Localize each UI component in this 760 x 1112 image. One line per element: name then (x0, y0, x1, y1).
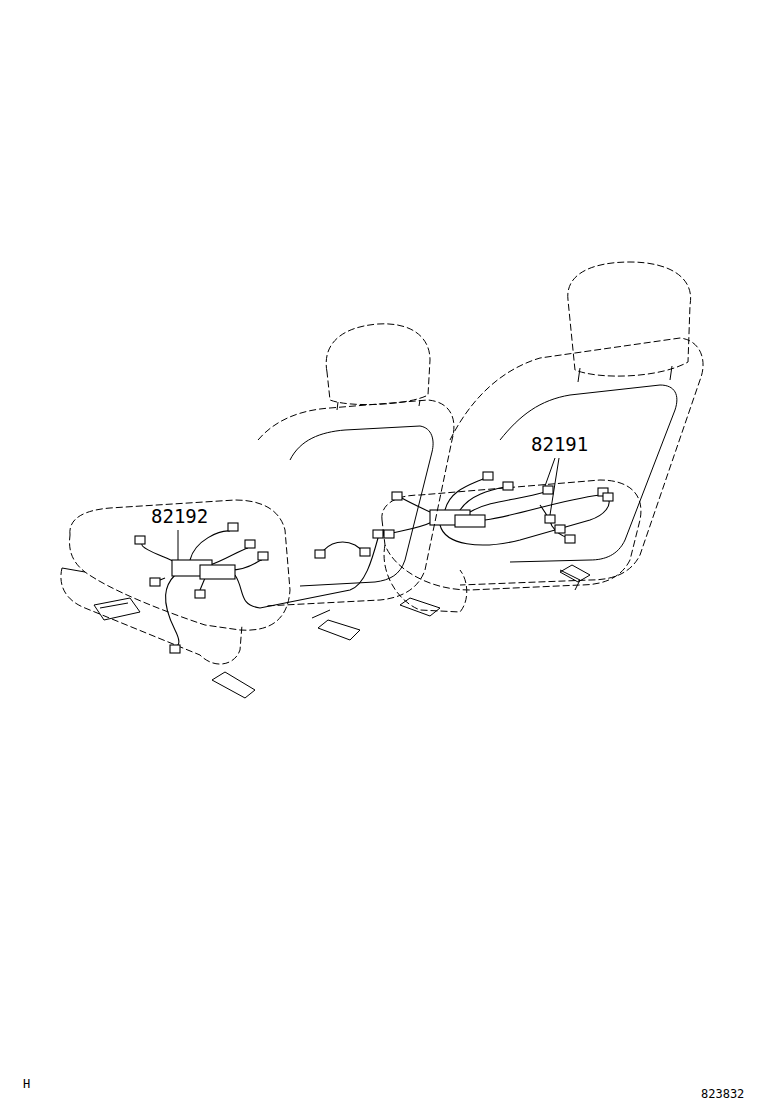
callout-number: 82192 (150, 507, 209, 526)
illustration-line (318, 620, 360, 640)
illustration-line (100, 603, 128, 608)
illustration-line (258, 552, 268, 560)
illustration-line (603, 493, 613, 501)
illustration-line (245, 540, 255, 548)
illustration-line (142, 544, 175, 562)
illustration-line (200, 565, 235, 579)
leader-lines (178, 458, 559, 560)
illustration-line (565, 535, 575, 543)
illustration-line (503, 482, 513, 490)
illustration-line (445, 478, 485, 510)
illustration-line (210, 548, 248, 565)
illustration-line (135, 536, 145, 544)
illustration-line (258, 400, 454, 606)
illustration-line (70, 500, 290, 630)
figure-number: 823832 (700, 1088, 745, 1100)
illustration-line (360, 548, 370, 556)
illustration-line (543, 486, 553, 494)
illustration-line (190, 531, 230, 560)
callout-number: 82191 (530, 435, 589, 454)
illustration-line (550, 458, 559, 515)
illustration-line (320, 542, 362, 555)
illustration-line (483, 472, 493, 480)
illustration-line (212, 672, 255, 698)
illustration-line (500, 385, 677, 562)
left-wire-harness (135, 523, 383, 653)
illustration-line (400, 497, 430, 512)
illustration-line (560, 570, 580, 590)
illustration-line (150, 578, 160, 586)
illustration-line (312, 610, 330, 618)
illustration-line (485, 495, 600, 520)
left-seat (61, 324, 454, 698)
illustration-line (326, 324, 430, 405)
illustration-line (578, 366, 672, 382)
illustration-line (337, 400, 420, 410)
illustration-line (400, 598, 440, 616)
illustration-line (545, 458, 555, 486)
illustration-line (545, 515, 555, 523)
illustration-line (166, 575, 179, 646)
page-mark: H (22, 1078, 31, 1090)
illustration-line (450, 338, 703, 585)
illustration-line (560, 565, 590, 582)
illustration-line (290, 426, 433, 586)
illustration-line (555, 525, 565, 533)
illustration-line (568, 262, 691, 376)
illustration-line (384, 530, 394, 538)
illustration-line (235, 538, 378, 608)
illustration-line (195, 590, 205, 598)
illustration-line (384, 545, 467, 612)
illustration-line (61, 568, 242, 664)
illustration-line (160, 578, 165, 580)
illustration-line (373, 530, 383, 538)
illustration-line (455, 515, 485, 527)
illustration-line (540, 505, 568, 538)
illustration-line (392, 492, 402, 500)
illustration-line (440, 498, 609, 545)
illustration-line (94, 598, 140, 620)
illustration-line (170, 645, 180, 653)
right-seat (382, 262, 703, 616)
illustration-line (178, 530, 179, 560)
illustration-line (200, 578, 205, 590)
illustration-line (315, 550, 325, 558)
illustration-line (62, 568, 85, 572)
illustration-line (228, 523, 238, 531)
